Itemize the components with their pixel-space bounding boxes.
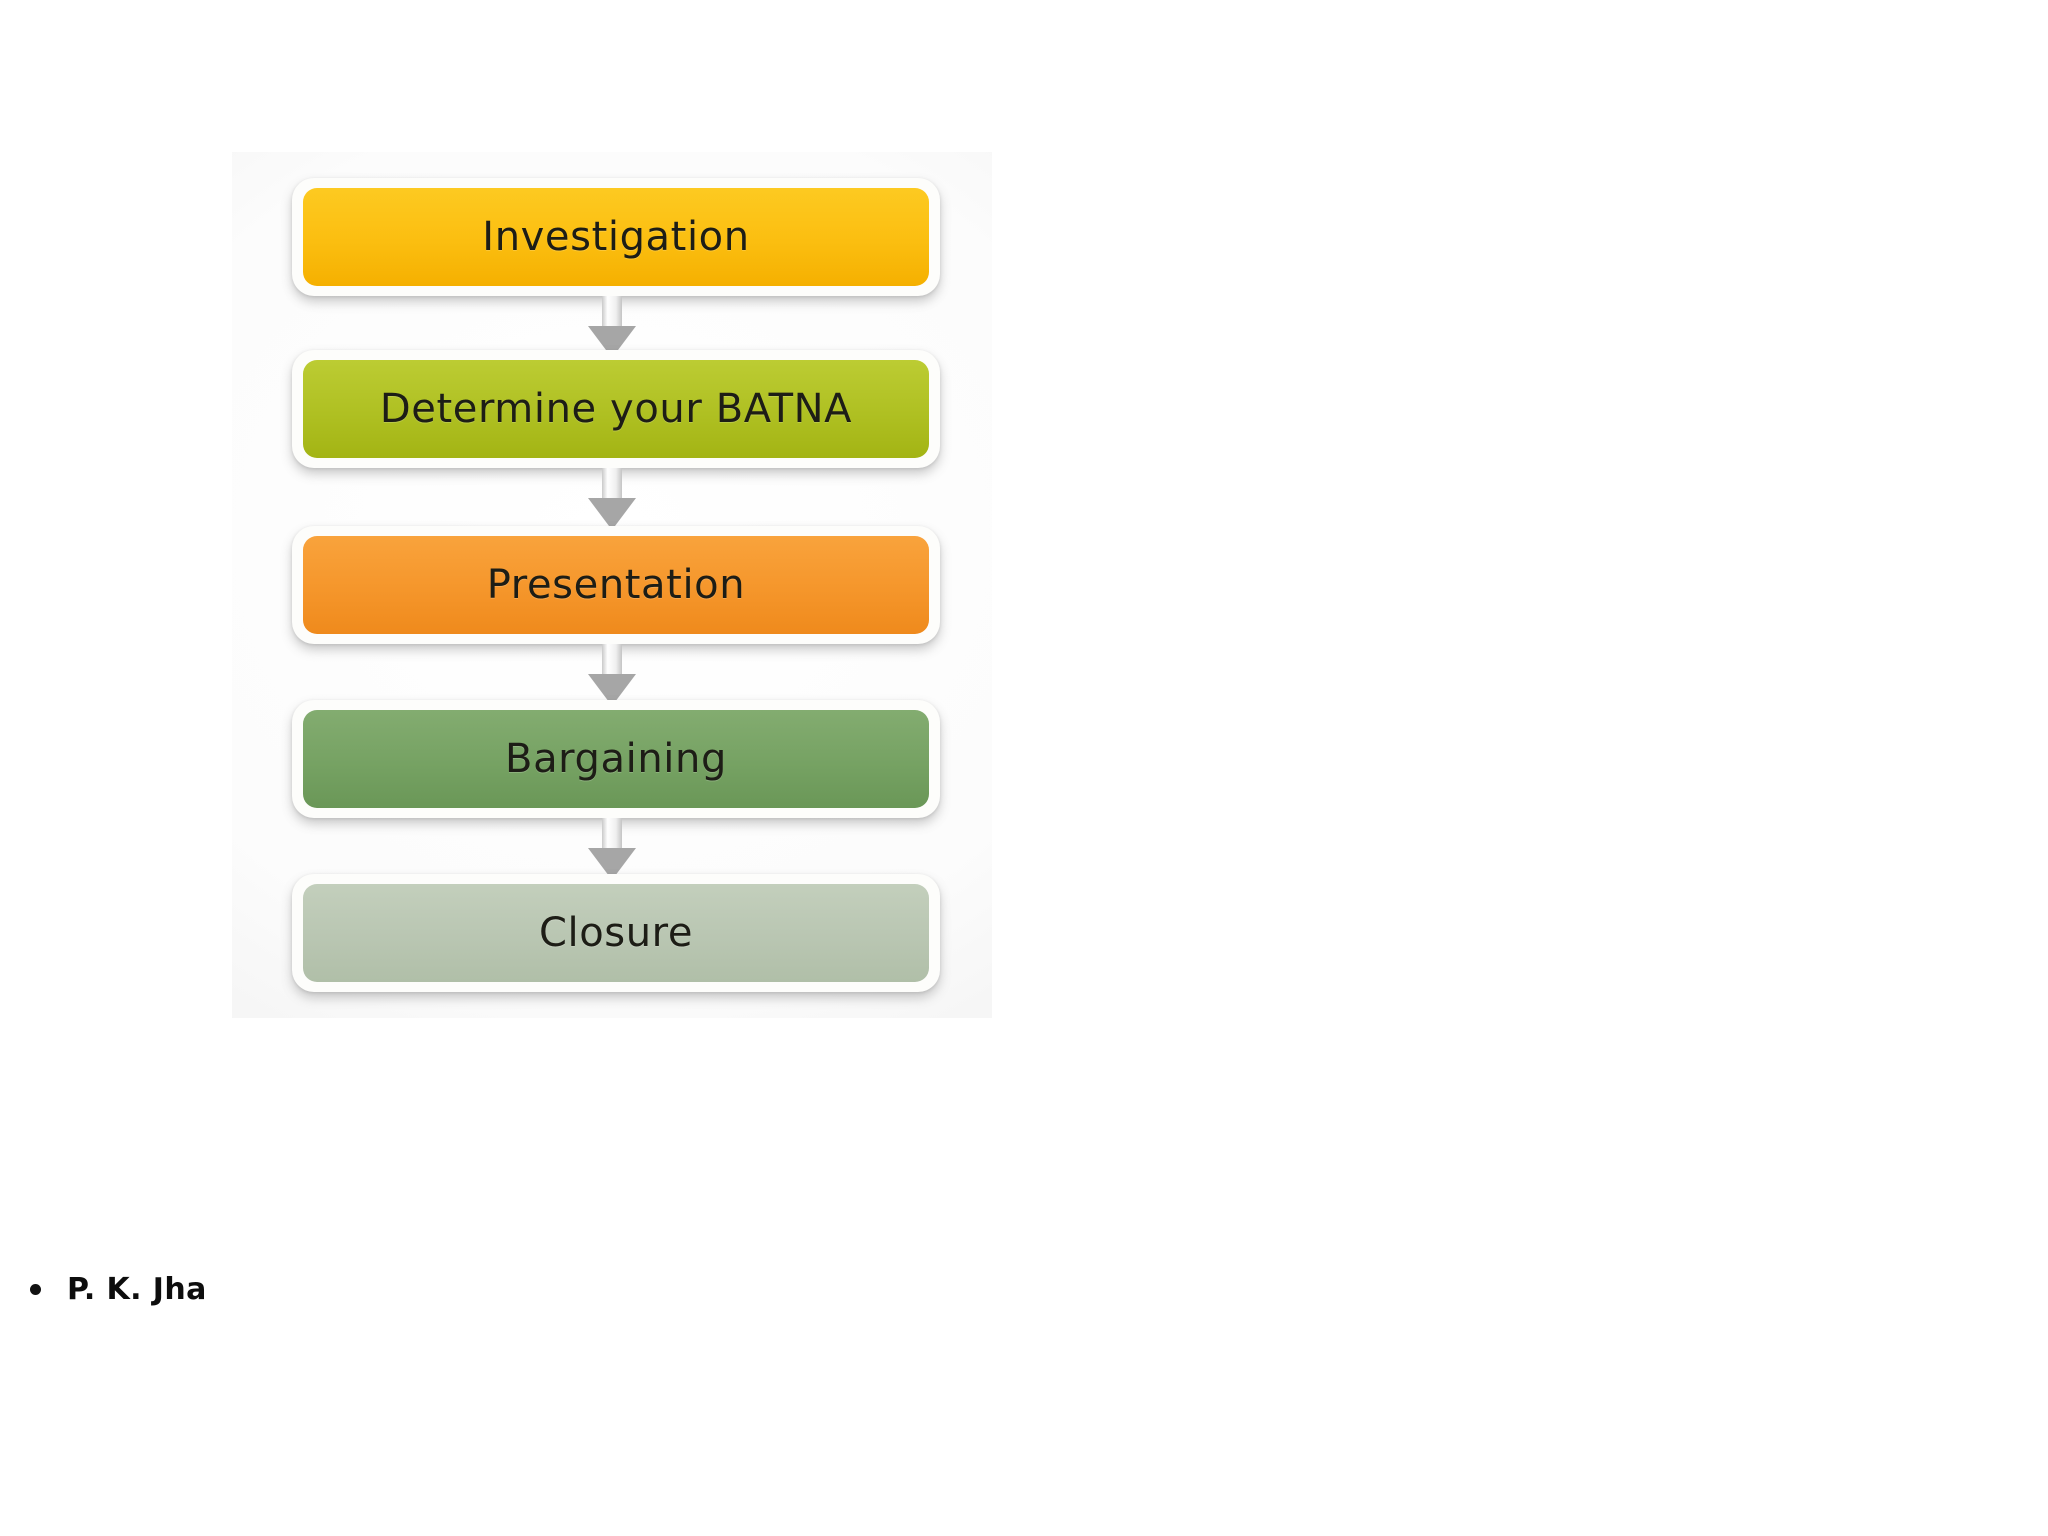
flow-node-batna: Determine your BATNA [292,350,940,468]
author-bullet-list-item: P. K. Jha [30,1272,207,1307]
flow-node-batna-label: Determine your BATNA [379,386,853,432]
arrow-investigation-to-batna-icon [584,296,640,360]
flow-node-closure-label: Closure [538,910,694,956]
arrow-bargaining-to-closure-icon [584,818,640,882]
flow-node-closure-fill: Closure [303,884,929,982]
flow-node-bargaining: Bargaining [292,700,940,818]
flow-node-investigation: Investigation [292,178,940,296]
flow-node-bargaining-label: Bargaining [505,736,727,782]
flow-node-investigation-fill: Investigation [303,188,929,286]
flow-node-bargaining-fill: Bargaining [303,710,929,808]
flow-node-closure: Closure [292,874,940,992]
bullet-point-icon [30,1284,41,1295]
flow-node-presentation-label: Presentation [486,562,746,608]
flow-node-investigation-label: Investigation [482,214,750,260]
flow-node-presentation: Presentation [292,526,940,644]
flow-node-presentation-fill: Presentation [303,536,929,634]
arrow-presentation-to-bargaining-icon [584,644,640,708]
flow-node-stack: Investigation Determin [232,152,992,1018]
author-name-text: P. K. Jha [67,1272,207,1307]
arrow-batna-to-presentation-icon [584,468,640,532]
negotiation-process-flowchart: Investigation Determin [232,152,992,1018]
flow-node-batna-fill: Determine your BATNA [303,360,929,458]
